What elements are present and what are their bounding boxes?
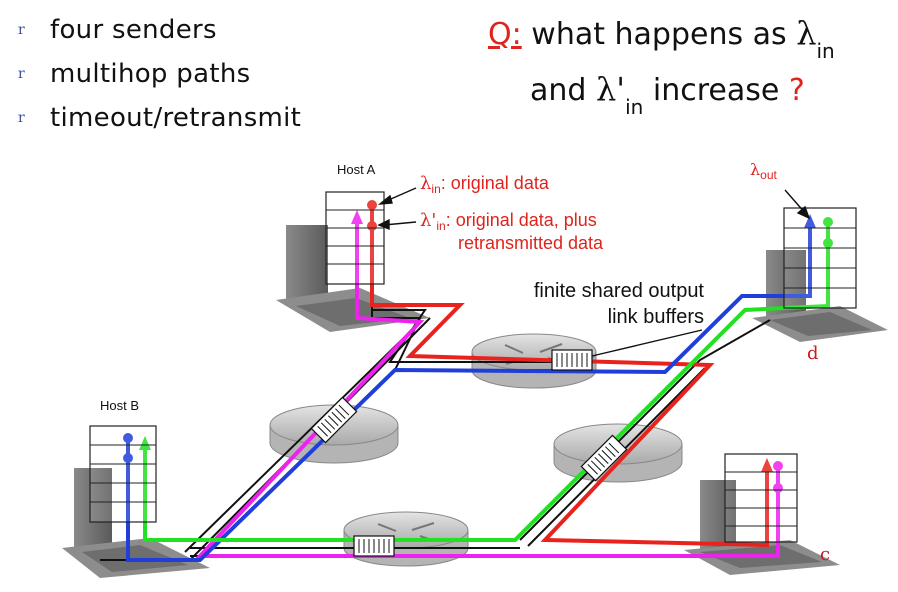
host-a-label: Host A bbox=[337, 162, 376, 177]
path-green bbox=[143, 222, 830, 542]
buffer-right bbox=[580, 434, 628, 482]
question-mark: ? bbox=[788, 73, 805, 108]
host-d-stack bbox=[783, 207, 857, 309]
lambda-in-prime-description-2: retransmitted data bbox=[458, 233, 604, 253]
question-block: Q: what happens as λin and λ'in increase… bbox=[488, 14, 888, 126]
bullet-text: four senders bbox=[50, 15, 217, 45]
lambda-symbol: λ bbox=[796, 14, 817, 52]
question-label: Q: bbox=[488, 17, 522, 52]
bullet-item: r four senders bbox=[18, 8, 301, 52]
lambda-out-subscript: out bbox=[760, 168, 777, 182]
annotation-arrows bbox=[377, 187, 811, 357]
question-text: increase bbox=[652, 73, 780, 108]
bullet-text: multihop paths bbox=[50, 59, 251, 89]
dot-red bbox=[367, 200, 377, 210]
lambda-in-prime-label: λ'in: original data, plus bbox=[420, 210, 597, 233]
bullet-list: r four senders r multihop paths r timeou… bbox=[18, 8, 301, 140]
question-text: and bbox=[530, 73, 587, 108]
host-c-stack bbox=[724, 453, 798, 543]
bullet-item: r timeout/retransmit bbox=[18, 96, 301, 140]
node-d-label: d bbox=[807, 343, 819, 364]
lambda-subscript: in bbox=[816, 39, 835, 63]
lambda-in-description: : original data bbox=[440, 173, 549, 193]
dot-blue bbox=[123, 433, 133, 443]
host-d-computer bbox=[752, 250, 888, 342]
lambda-subscript: in bbox=[431, 182, 441, 196]
host-a-stack bbox=[325, 191, 385, 285]
arrow-red bbox=[761, 458, 773, 472]
dot-magenta bbox=[773, 461, 783, 471]
buffers-label-line-1: finite shared output bbox=[533, 280, 704, 302]
lambda-out-label: λout bbox=[750, 160, 777, 182]
buffers-label: finite shared output link buffers bbox=[496, 278, 704, 330]
bullet-icon: r bbox=[18, 66, 25, 82]
bullet-icon: r bbox=[18, 110, 25, 126]
buffer-bottom bbox=[353, 535, 395, 557]
arrow-blue bbox=[804, 214, 816, 228]
question-text: what happens as bbox=[531, 17, 787, 52]
bullet-icon: r bbox=[18, 22, 25, 38]
node-c-label: c bbox=[820, 544, 831, 565]
lambda-symbol: λ bbox=[750, 160, 761, 179]
lambda-in-label: λin: original data bbox=[420, 173, 549, 196]
arrow-green bbox=[139, 436, 151, 450]
buffer-left bbox=[310, 396, 358, 444]
host-b-stack bbox=[89, 425, 157, 523]
router-right bbox=[553, 423, 683, 483]
host-b-label: Host B bbox=[100, 398, 140, 413]
lambda-prime-symbol: λ' bbox=[420, 210, 437, 231]
bullet-item: r multihop paths bbox=[18, 52, 301, 96]
question-line-2: and λ'in increase ? bbox=[488, 70, 888, 126]
path-blue bbox=[126, 222, 812, 562]
buffers-label-line-2: link buffers bbox=[607, 306, 704, 328]
dot-blue bbox=[123, 453, 133, 463]
path-magenta bbox=[195, 218, 780, 558]
dot-green bbox=[823, 238, 833, 248]
lambda-in-prime-description: : original data, plus bbox=[445, 210, 597, 230]
question-line-1: Q: what happens as λin bbox=[488, 14, 888, 70]
lambda-prime-subscript: in bbox=[436, 219, 446, 233]
lambda-prime-symbol: λ' bbox=[596, 70, 626, 108]
dot-green bbox=[823, 217, 833, 227]
lambda-prime-subscript: in bbox=[625, 95, 644, 119]
buffer-top bbox=[551, 349, 593, 371]
arrow-magenta bbox=[351, 210, 363, 224]
bullet-text: timeout/retransmit bbox=[50, 103, 302, 133]
lambda-symbol: λ bbox=[420, 173, 432, 194]
